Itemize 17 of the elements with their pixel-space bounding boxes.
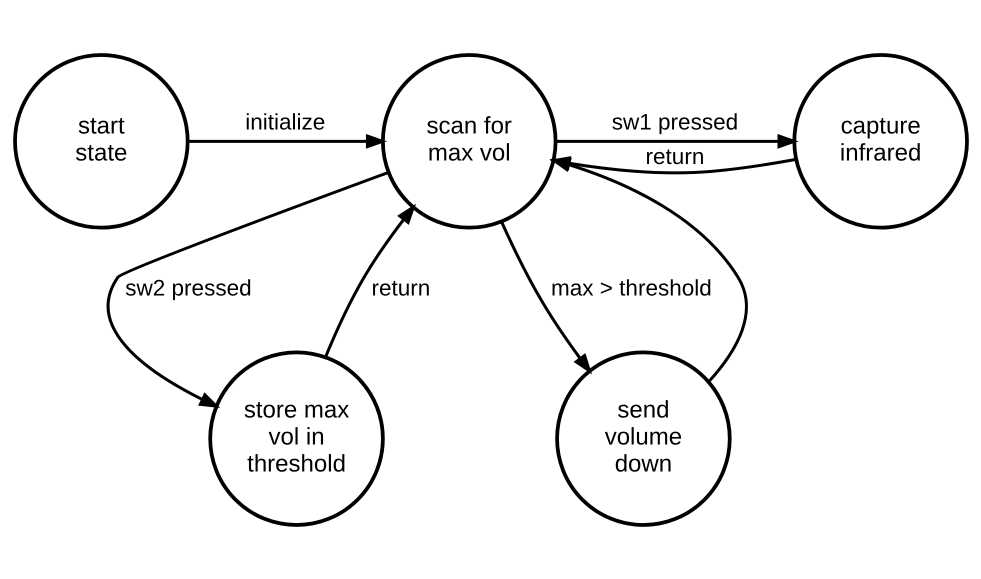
arrow	[324, 203, 416, 358]
arrow	[106, 170, 388, 408]
node-circle: start state	[12, 52, 190, 230]
edge-label: sw2 pressed	[124, 274, 252, 300]
arrow	[549, 157, 748, 382]
edge-label: return	[370, 274, 430, 300]
node-circle: store max vol in threshold	[208, 350, 384, 526]
edge-label: sw1 pressed	[611, 108, 738, 134]
arrow	[500, 220, 592, 374]
edge-label: return	[645, 143, 704, 168]
node-circle: capture infrared	[792, 52, 968, 230]
node-circle: send volume down	[554, 350, 732, 526]
edge-label: initialize	[244, 108, 325, 134]
arrow	[555, 133, 798, 148]
edge-label: max > threshold	[550, 274, 712, 300]
arrow	[188, 133, 386, 148]
node-circle: scan for max vol	[380, 52, 557, 230]
